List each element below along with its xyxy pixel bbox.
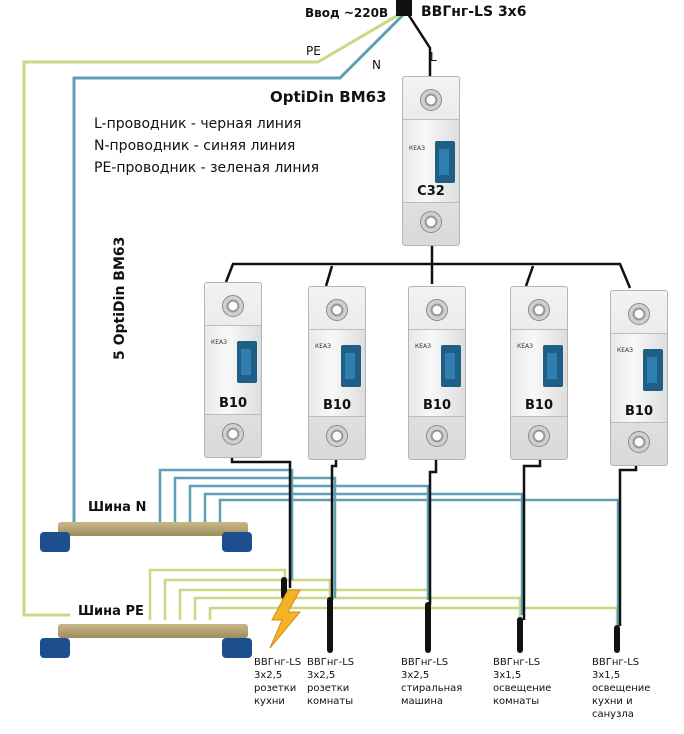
bus-n-cap-right [222,532,252,552]
cable-section: 3х2,5 [307,670,336,681]
bus-n-cap-left [40,532,70,552]
cable-purpose: комнаты [493,696,540,707]
cable-type: ВВГнг-LS [493,657,541,668]
cable-ends [281,577,620,653]
cable-label-4: ВВГнг-LS 3х1,5 освещение комнаты [493,656,551,708]
cable-type: ВВГнг-LS [401,657,449,668]
bus-n-bar [58,522,248,536]
breaker-handle [341,345,361,387]
input-label: Ввод ~220В [305,6,389,20]
group-breaker-3: КЕАЗ B10 [408,286,466,460]
cable-purpose: кухни [254,696,285,707]
cable-purpose: освещение [592,683,651,694]
l-distribution-wire [224,246,632,289]
breaker-brand: КЕАЗ [409,145,426,152]
breaker-handle [237,341,257,383]
group-breaker-1: КЕАЗ B10 [204,282,262,458]
breaker-rating: B10 [423,398,451,413]
cable-label-3: ВВГнг-LS 3х2,5 стиральная машина [401,656,462,708]
bus-n-label: Шина N [88,500,147,515]
bus-pe-label: Шина PE [78,604,144,619]
cable-type: ВВГнг-LS [307,657,355,668]
cable-section: 3х2,5 [401,670,430,681]
cable-purpose: розетки [307,683,350,694]
terminal-screw-icon [628,303,650,325]
lightning-warning-icon [269,589,302,649]
cable-section: 3х1,5 [493,670,522,681]
cable-label-1: ВВГнг-LS 3х2,5 розетки кухни [254,656,301,708]
cable-label-2: ВВГнг-LS 3х2,5 розетки комнаты [307,656,354,708]
cable-purpose: стиральная [401,683,463,694]
input-cable-label: ВВГнг-LS 3х6 [421,4,527,20]
n-main-wire [72,12,406,522]
group-breakers-title: 5 OptiDin BM63 [112,236,128,360]
l-branch-wires [230,454,638,626]
terminal-screw-icon [222,423,244,445]
legend-n-line: N-проводник - синяя линия [94,138,296,154]
group-breaker-5: КЕАЗ B10 [610,290,668,466]
pe-branch-wires [148,568,619,628]
n-wire-label: N [372,58,381,72]
breaker-brand: КЕАЗ [211,339,228,346]
breaker-rating: B10 [525,398,553,413]
terminal-screw-icon [426,425,448,447]
breaker-rating: B10 [219,396,247,411]
terminal-screw-icon [628,431,650,453]
cable-purpose: освещение [493,683,552,694]
terminal-screw-icon [426,299,448,321]
terminal-screw-icon [326,425,348,447]
breaker-body [205,325,261,415]
terminal-screw-icon [420,89,442,111]
breaker-rating: B10 [625,404,653,419]
breaker-brand: КЕАЗ [415,343,432,350]
breaker-handle [543,345,563,387]
bus-pe-bar [58,624,248,638]
main-breaker: КЕАЗ C32 [402,76,460,246]
bus-pe-cap-right [222,638,252,658]
cable-purpose: санузла [592,709,634,720]
breaker-handle [441,345,461,387]
input-terminal [396,0,412,16]
main-breaker-title: OptiDin BM63 [270,88,387,106]
cable-purpose: розетки [254,683,297,694]
breaker-handle [643,349,663,391]
cable-purpose: машина [401,696,443,707]
bus-pe-cap-left [40,638,70,658]
legend-pe-line: PE-проводник - зеленая линия [94,160,320,176]
terminal-screw-icon [528,425,550,447]
pe-main-wire [22,12,401,617]
cable-label-5: ВВГнг-LS 3х1,5 освещение кухни и санузла [592,656,650,721]
terminal-screw-icon [326,299,348,321]
terminal-screw-icon [420,211,442,233]
l-main-wire [406,13,432,76]
breaker-body [611,333,667,423]
l-wire-label: L [430,50,437,64]
legend-l-line: L-проводник - черная линия [94,116,302,132]
cable-purpose: кухни и [592,696,633,707]
cable-purpose: комнаты [307,696,354,707]
cable-section: 3х2,5 [254,670,283,681]
terminal-screw-icon [528,299,550,321]
breaker-handle [435,141,455,183]
n-branch-wires [158,468,620,625]
cable-type: ВВГнг-LS [254,657,302,668]
terminal-screw-icon [222,295,244,317]
cable-type: ВВГнг-LS [592,657,640,668]
group-breaker-2: КЕАЗ B10 [308,286,366,460]
breaker-brand: КЕАЗ [517,343,534,350]
main-breaker-rating: C32 [417,184,445,199]
breaker-brand: КЕАЗ [315,343,332,350]
breaker-brand: КЕАЗ [617,347,634,354]
breaker-rating: B10 [323,398,351,413]
cable-section: 3х1,5 [592,670,621,681]
pe-wire-label: PE [306,44,321,58]
group-breaker-4: КЕАЗ B10 [510,286,568,460]
